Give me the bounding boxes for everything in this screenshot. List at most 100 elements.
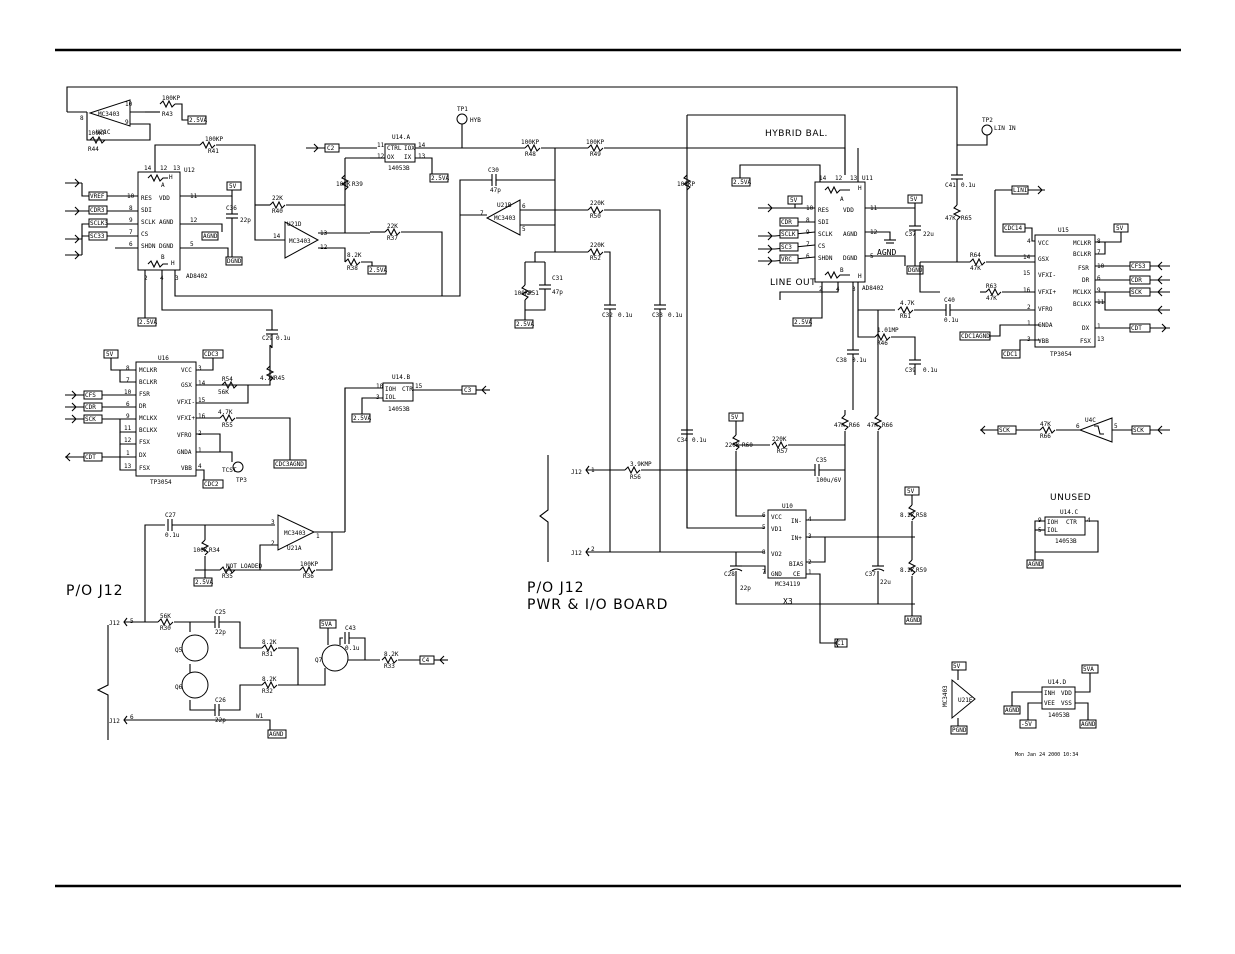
resistor-r36: [299, 565, 316, 575]
svg-text:J12: J12: [109, 620, 120, 627]
svg-text:C25: C25: [215, 609, 226, 616]
svg-text:C30: C30: [488, 167, 499, 174]
svg-text:1: 1: [198, 447, 202, 454]
svg-text:CDR3: CDR3: [90, 207, 105, 214]
svg-text:R49: R49: [590, 151, 601, 158]
svg-text:R40: R40: [272, 208, 283, 215]
svg-text:5V: 5V: [1116, 225, 1124, 232]
svg-text:11: 11: [124, 425, 132, 432]
svg-text:7: 7: [806, 241, 810, 248]
line-out-label: LINE OUT: [770, 278, 816, 288]
svg-text:Q6: Q6: [175, 684, 183, 691]
svg-text:4.7K: 4.7K: [900, 300, 915, 307]
resistor-r56: [771, 440, 788, 450]
svg-text:CE: CE: [793, 571, 801, 578]
svg-text:U21E: U21E: [958, 697, 973, 704]
svg-text:13: 13: [173, 165, 181, 172]
svg-text:0.1u: 0.1u: [923, 367, 938, 374]
resistor-r34: [200, 539, 210, 556]
svg-text:8: 8: [762, 549, 766, 556]
testpoint-tp1[interactable]: [456, 113, 468, 125]
svg-text:22p: 22p: [215, 629, 226, 636]
svg-text:R50: R50: [590, 213, 601, 220]
svg-text:12: 12: [835, 175, 843, 182]
svg-text:AGND: AGND: [843, 231, 858, 238]
resistor-r47: [219, 413, 236, 423]
testpoint-tcst[interactable]: [232, 461, 244, 473]
svg-text:DGND: DGND: [908, 267, 923, 274]
svg-text:SCLK: SCLK: [781, 231, 796, 238]
svg-text:MCLKX: MCLKX: [139, 415, 157, 422]
svg-text:MC3403: MC3403: [942, 685, 949, 707]
svg-text:R43: R43: [162, 111, 173, 118]
svg-text:12: 12: [124, 437, 132, 444]
svg-text:100KP: 100KP: [162, 95, 180, 102]
svg-text:R63: R63: [986, 283, 997, 290]
resistor-r66: [1039, 425, 1056, 435]
svg-text:AGND: AGND: [906, 617, 921, 624]
svg-text:VBB: VBB: [181, 465, 192, 472]
svg-text:CDT: CDT: [1131, 325, 1142, 332]
resistor-r39: [340, 174, 350, 191]
svg-text:VCC: VCC: [181, 367, 192, 374]
resistor-r44: [89, 135, 106, 145]
svg-text:Q5: Q5: [175, 647, 183, 654]
svg-text:8.2K: 8.2K: [384, 651, 399, 658]
svg-text:U14.D: U14.D: [1048, 679, 1066, 686]
svg-text:0.1u: 0.1u: [618, 312, 633, 319]
svg-text:2: 2: [819, 286, 823, 293]
svg-text:22K: 22K: [272, 195, 283, 202]
transistor-q7: [321, 644, 349, 672]
svg-text:5V: 5V: [106, 351, 114, 358]
svg-text:R61: R61: [900, 313, 911, 320]
svg-text:16: 16: [198, 413, 206, 420]
svg-text:C43: C43: [345, 625, 356, 632]
svg-text:FSR: FSR: [139, 391, 150, 398]
svg-text:A: A: [161, 182, 165, 189]
svg-text:47K: 47K: [970, 265, 981, 272]
svg-text:R35: R35: [222, 573, 233, 580]
unused-label: UNUSED: [1050, 493, 1091, 503]
svg-text:0.1u: 0.1u: [668, 312, 683, 319]
svg-text:0.1u: 0.1u: [692, 437, 707, 444]
svg-text:RES: RES: [818, 207, 829, 214]
svg-text:5V: 5V: [229, 183, 237, 190]
resistor-r49: [587, 143, 604, 153]
svg-text:R46: R46: [877, 340, 888, 347]
svg-text:8.2K: 8.2K: [347, 252, 362, 259]
testpoint-tp2[interactable]: [981, 124, 993, 136]
svg-text:R31: R31: [262, 651, 273, 658]
resistor-r50: [587, 205, 604, 215]
svg-text:47K: 47K: [945, 215, 956, 222]
svg-text:0.1u: 0.1u: [165, 532, 180, 539]
svg-text:4: 4: [808, 516, 812, 523]
svg-text:3: 3: [852, 286, 856, 293]
svg-text:AGND: AGND: [1081, 721, 1096, 728]
svg-text:C28: C28: [724, 571, 735, 578]
svg-text:H: H: [858, 273, 862, 280]
svg-text:VREF: VREF: [90, 193, 105, 200]
svg-text:6: 6: [1076, 423, 1080, 430]
svg-text:R52: R52: [590, 255, 601, 262]
svg-text:TP3: TP3: [236, 477, 247, 484]
svg-text:22p: 22p: [740, 585, 751, 592]
svg-text:7: 7: [129, 229, 133, 236]
svg-text:R56: R56: [630, 474, 641, 481]
opamp-u21b: [485, 199, 521, 236]
svg-text:100KP: 100KP: [88, 130, 106, 137]
svg-text:R57: R57: [777, 448, 788, 455]
svg-text:C32: C32: [602, 312, 613, 319]
svg-text:IX: IX: [404, 154, 412, 161]
resistor-r46: [221, 380, 238, 390]
svg-text:TP3054: TP3054: [150, 479, 172, 486]
svg-text:C37: C37: [865, 571, 876, 578]
svg-text:U16: U16: [158, 355, 169, 362]
svg-text:1: 1: [316, 533, 320, 540]
svg-text:BIAS: BIAS: [789, 561, 804, 568]
svg-text:1: 1: [808, 569, 812, 576]
resistor-r45: [265, 365, 275, 382]
svg-text:J12: J12: [571, 550, 582, 557]
resistor-r31: [261, 643, 278, 653]
svg-text:R39: R39: [352, 181, 363, 188]
svg-text:U12: U12: [184, 167, 195, 174]
